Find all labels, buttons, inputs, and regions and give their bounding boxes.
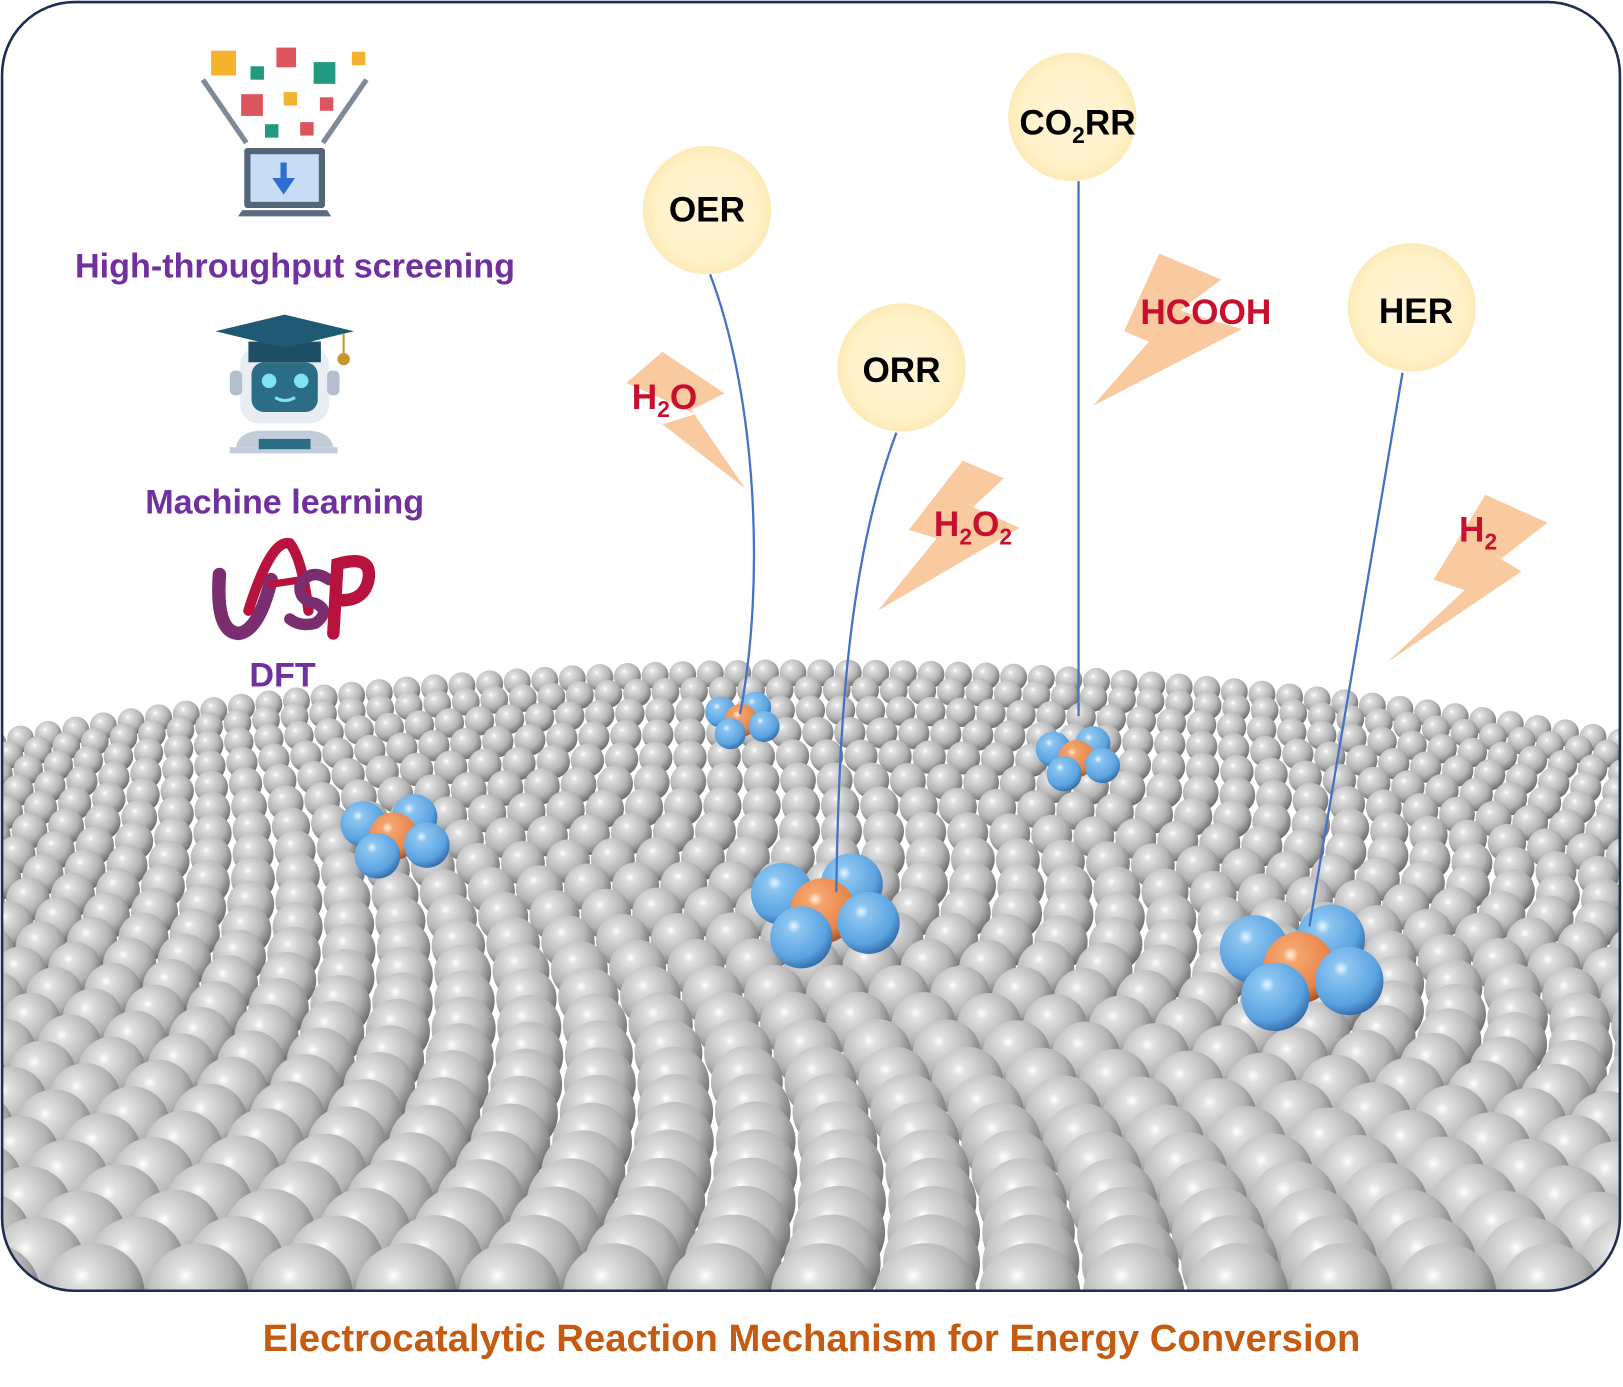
laptop-data-funnel-icon (200, 47, 369, 217)
lightning-bolts (626, 253, 1548, 663)
surface-atom (482, 725, 514, 758)
surface-atom (494, 704, 525, 734)
surface-atom (464, 706, 495, 736)
surface-atom (537, 682, 566, 711)
frame-border (0, 0, 1622, 1293)
surface-atom (1397, 730, 1427, 760)
figure-title: Electrocatalytic Reaction Mechanism for … (263, 1317, 1361, 1360)
surface-atom (765, 675, 794, 704)
surface-atom (1186, 710, 1217, 740)
lightning-icon (626, 351, 746, 489)
orr-label: ORR (862, 351, 940, 390)
vasp-logo (212, 537, 376, 641)
surface-atom (667, 1243, 769, 1291)
oer-bubble: OER (642, 145, 772, 275)
co2rr-label: CO2RR (1019, 104, 1135, 148)
site-atom-blue (1315, 946, 1384, 1016)
surface-atom (675, 696, 705, 727)
surface-atom (1082, 1243, 1185, 1291)
surface-atom (645, 697, 675, 728)
site-atom-blue (404, 822, 450, 868)
surface-atom (450, 727, 482, 760)
site-atom-blue (770, 906, 833, 969)
surface-atom (1186, 1243, 1289, 1291)
co2rr-bubble: CO2RR (1008, 52, 1137, 182)
orr-leader-line (835, 432, 898, 893)
oer-product-label: H2O (632, 378, 697, 422)
surface-atom (508, 684, 537, 712)
leader-lines (708, 181, 1404, 927)
orr-bubble: ORR (837, 303, 966, 432)
orr-product-label: H2O2 (934, 505, 1012, 549)
surface-atom (1394, 1243, 1497, 1291)
surface-atom (1022, 680, 1051, 709)
site-atom-blue (354, 833, 401, 879)
site-atom-blue (748, 710, 780, 742)
lightning-icon (877, 460, 1020, 611)
surface-atom (916, 696, 946, 727)
robot-graduate-icon (215, 314, 354, 454)
surface-atom (480, 685, 509, 714)
surface-atom (965, 678, 994, 707)
surface-atom (1378, 747, 1410, 780)
surface-atom (946, 741, 981, 775)
her-leader-line (1308, 372, 1404, 927)
site-atom-blue (1046, 756, 1082, 792)
her-label: HER (1379, 292, 1453, 331)
oer-label: OER (669, 191, 745, 230)
lightning-icon (1093, 253, 1243, 406)
surface-atom (355, 1243, 457, 1291)
surface-atom (43, 1243, 145, 1291)
surface-atom (1290, 1243, 1393, 1291)
lightning-icon (1387, 494, 1548, 663)
surface-atom (978, 1243, 1081, 1291)
surface-atom (885, 696, 916, 726)
method-label-machine-learning: Machine learning (145, 483, 424, 521)
her-bubble: HER (1347, 243, 1477, 372)
site-atom-blue (1241, 962, 1310, 1032)
surface-atom (866, 717, 898, 749)
surface-atom (999, 765, 1036, 802)
method-label-high-throughput: High-throughput screening (75, 247, 515, 285)
surface-atom (874, 1243, 977, 1291)
site-atom-blue (837, 891, 900, 954)
oer-leader-line (708, 273, 756, 715)
surface-atom (898, 717, 930, 750)
site-atom-blue (1084, 747, 1120, 784)
her-product-label: H2 (1459, 510, 1497, 554)
surface-atom (930, 718, 962, 750)
surface-atom (562, 1243, 665, 1291)
surface-atom (946, 697, 976, 728)
surface-atom (147, 1243, 249, 1291)
co2rr-product-label: HCOOH (1140, 293, 1271, 332)
surface-atom (251, 1243, 353, 1291)
surface-atom (434, 708, 465, 738)
site-atom-blue (714, 718, 746, 750)
surface-atom (674, 718, 706, 750)
catalyst-surface (2, 659, 1620, 1291)
surface-atom (993, 679, 1022, 708)
surface-atom (468, 748, 502, 782)
surface-atom (459, 1243, 561, 1291)
method-label-dft: DFT (249, 656, 316, 694)
surface-atom (770, 1243, 873, 1291)
surface-atom (1498, 1243, 1601, 1291)
